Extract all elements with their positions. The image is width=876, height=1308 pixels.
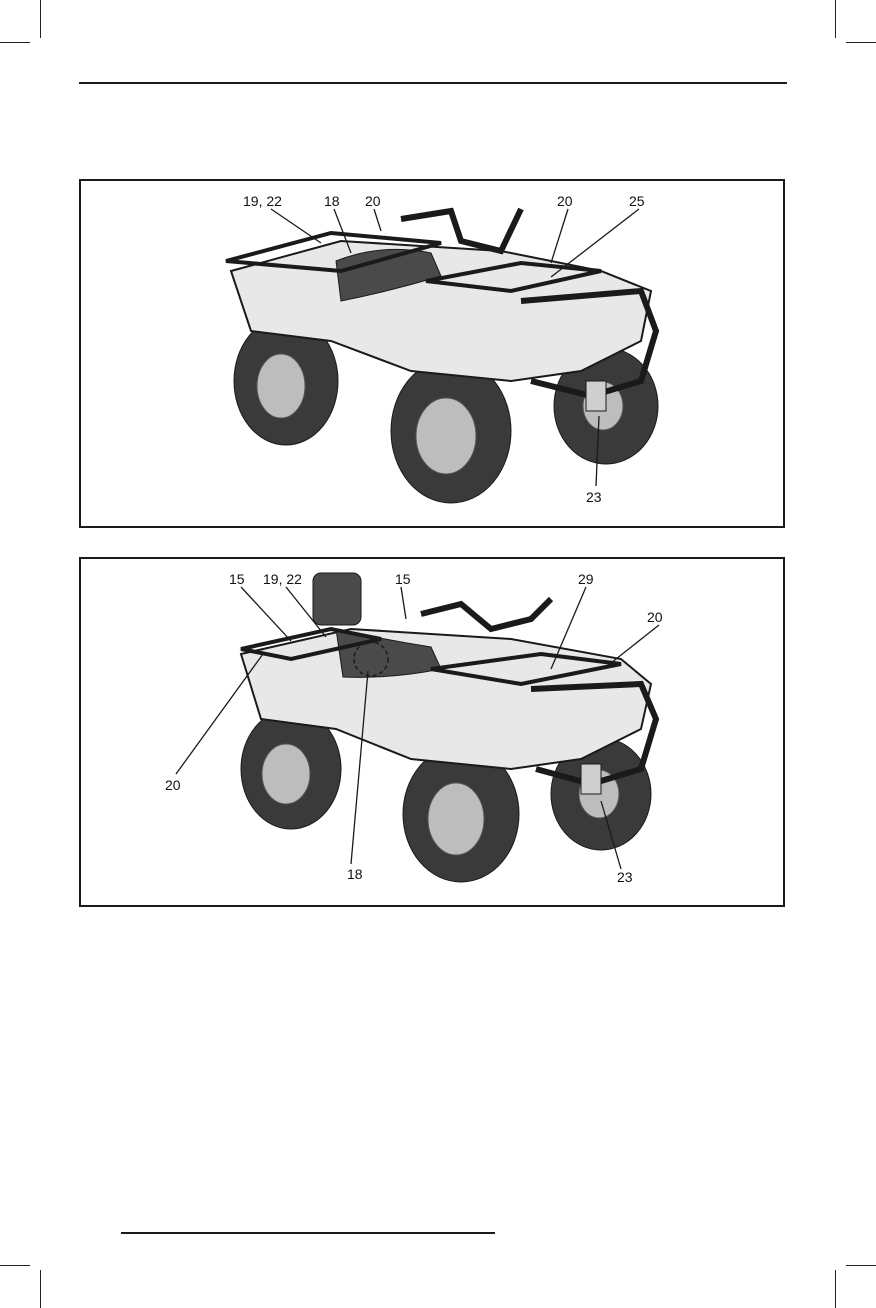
callout-label: 15 [229, 571, 245, 587]
winch-icon [586, 381, 606, 411]
callout-label: 20 [557, 193, 573, 209]
callout-label: 20 [365, 193, 381, 209]
footer-rule [121, 1232, 495, 1234]
callout-label: 23 [617, 869, 633, 885]
callout-label: 20 [647, 609, 663, 625]
callout-label: 18 [347, 866, 363, 882]
callout-label: 19, 22 [243, 193, 282, 209]
winch-icon [581, 764, 601, 794]
crop-mark [0, 42, 30, 43]
callout-label: 18 [324, 193, 340, 209]
callout-label: 19, 22 [263, 571, 302, 587]
crop-mark [846, 1265, 876, 1266]
figure-atv-two-up: 15 19, 22 15 29 20 20 18 23 [79, 557, 785, 907]
crop-mark [40, 1270, 41, 1308]
callout-label: 25 [629, 193, 645, 209]
callout-label: 23 [586, 489, 602, 505]
figure-atv-single-seat: 19, 22 18 20 20 25 23 [79, 179, 785, 528]
crop-mark [835, 0, 836, 38]
callout-label: 20 [165, 777, 181, 793]
crop-mark [846, 42, 876, 43]
crop-mark [835, 1270, 836, 1308]
callout-label: 15 [395, 571, 411, 587]
crop-mark [0, 1265, 30, 1266]
header-rule [79, 82, 787, 84]
callout-label: 29 [578, 571, 594, 587]
atv-illustration [81, 181, 783, 526]
atv-illustration [81, 559, 783, 905]
crop-mark [40, 0, 41, 38]
